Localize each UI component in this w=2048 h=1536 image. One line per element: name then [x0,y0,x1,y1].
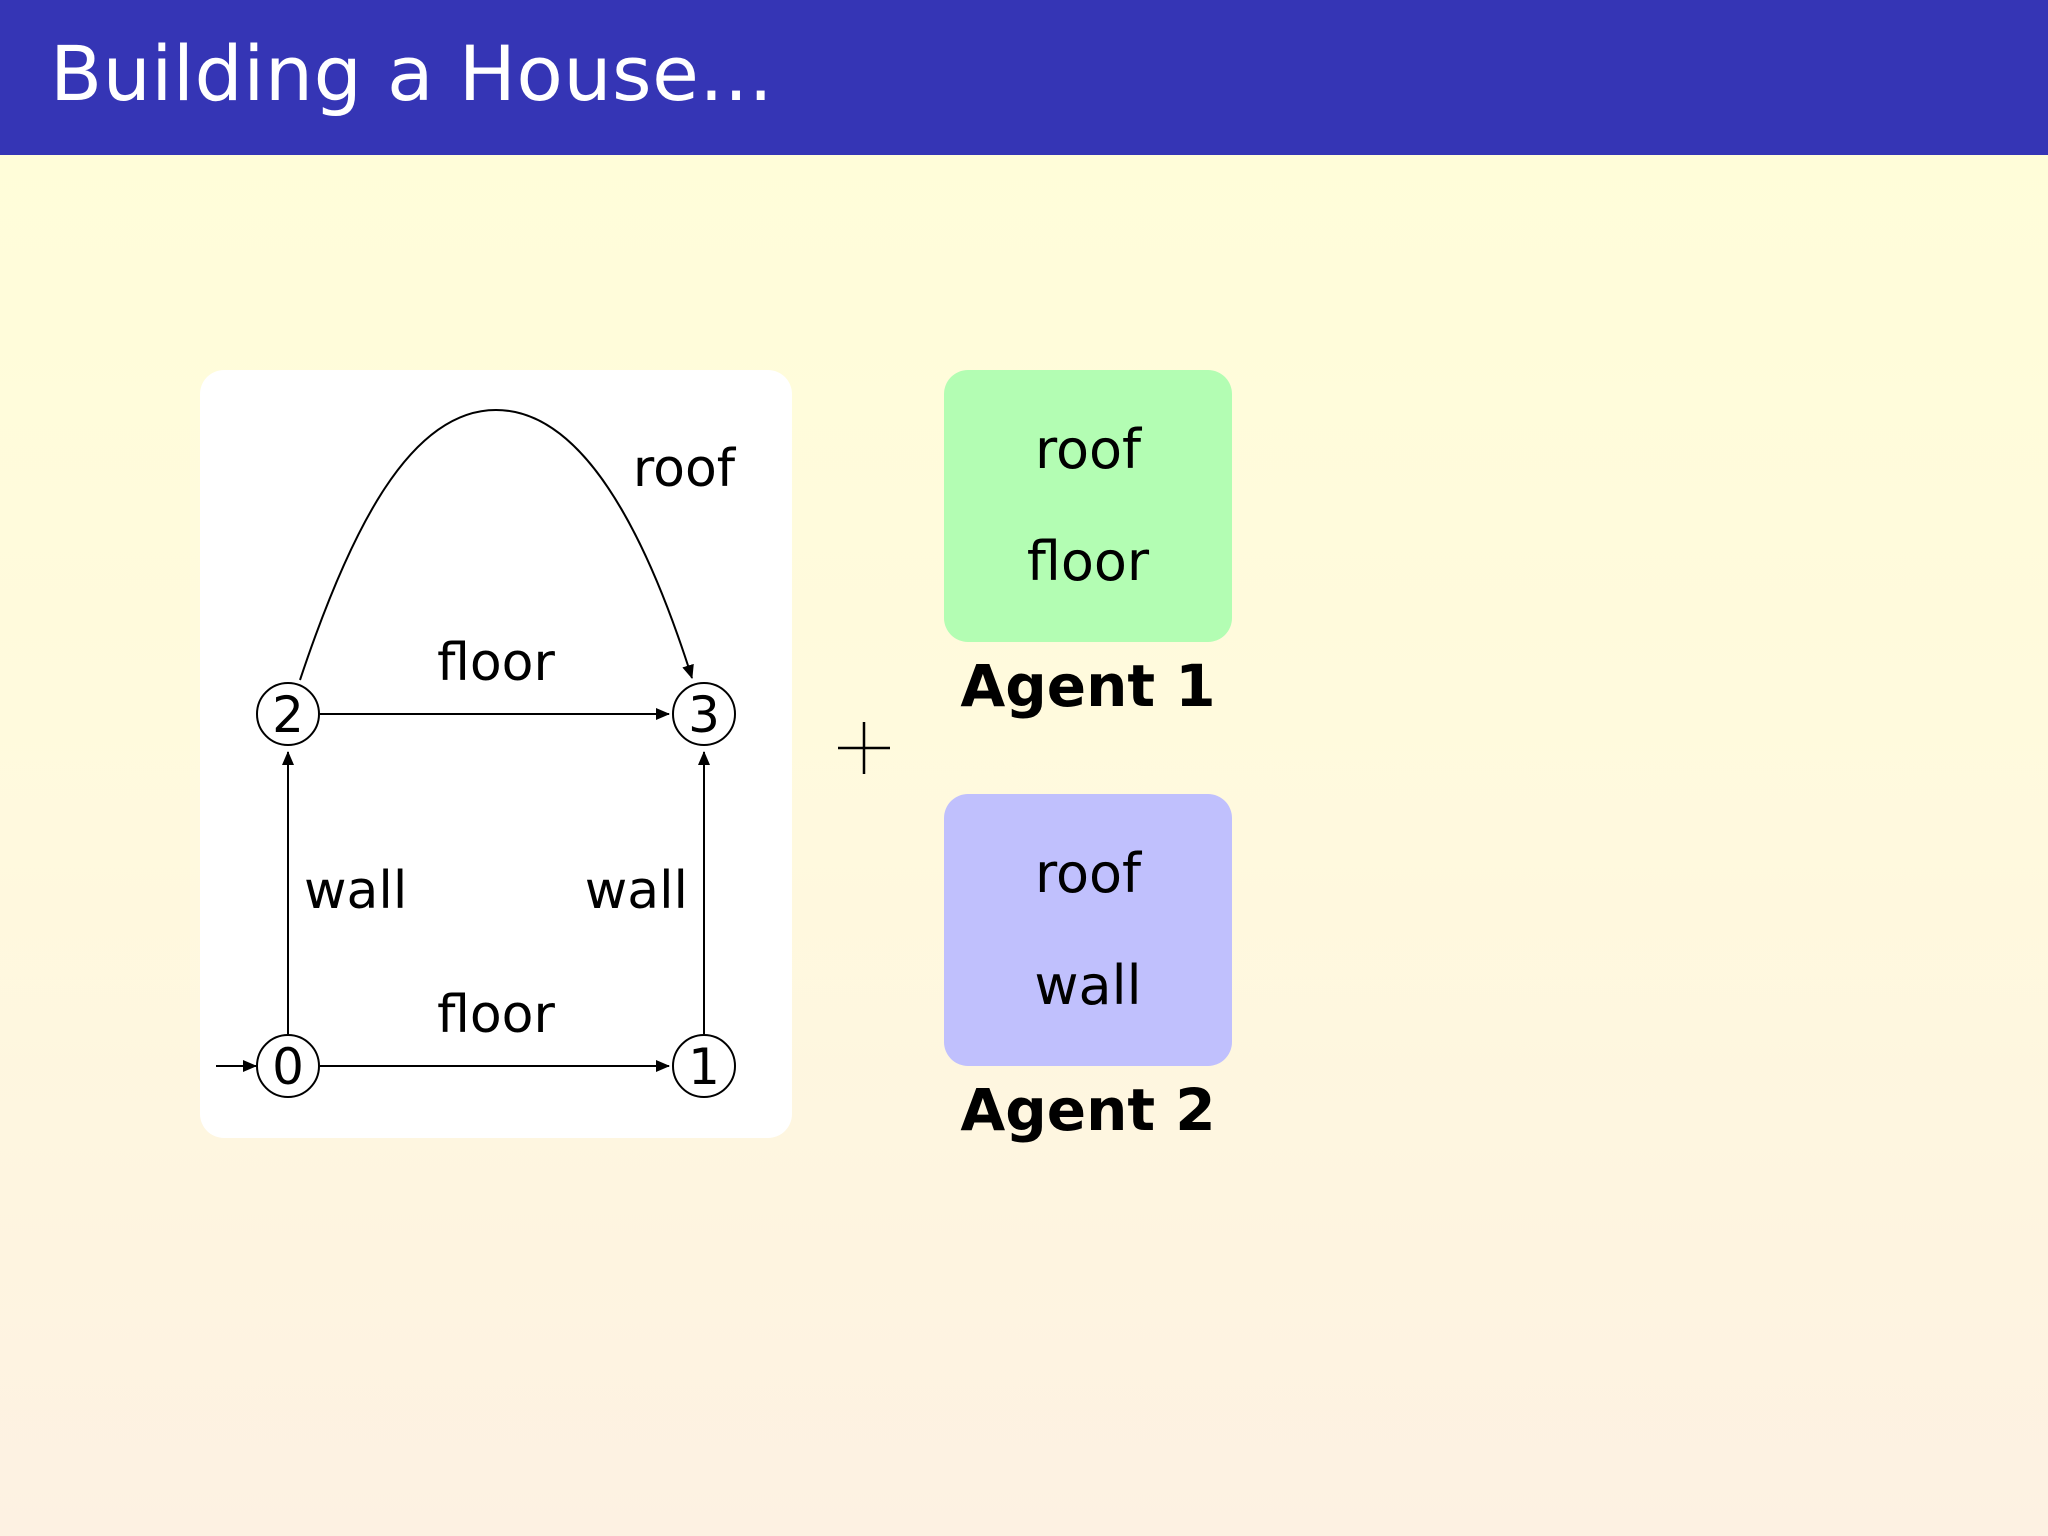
agent-1-action: floor [1026,530,1150,593]
state-1-label: 1 [688,1038,720,1096]
state-3: 3 [672,682,736,746]
automaton-diagram: 0 1 2 3 floor wall wall floor roof [216,408,737,1098]
plus-operator [838,722,890,774]
edge-2-3-roof [299,408,694,681]
agent-1-label: Agent 1 [960,652,1216,720]
edge-label-0-1: floor [437,985,555,1045]
slide-header: Building a House... [0,0,2048,155]
edge-label-2-3-roof: roof [633,439,737,499]
slide-title: Building a House... [50,29,774,118]
agent-2-action: wall [1034,954,1142,1017]
automaton-panel: 0 1 2 3 floor wall wall floor roof [200,370,792,1138]
state-2-label: 2 [272,686,304,744]
state-1: 1 [672,1034,736,1098]
agent-2-action: roof [1034,842,1142,905]
state-2: 2 [256,682,320,746]
state-0: 0 [256,1034,320,1098]
agent-2-label: Agent 2 [960,1076,1216,1144]
agent-2-box: roof wall [944,794,1232,1066]
edge-label-0-2: wall [304,861,407,921]
state-3-label: 3 [688,686,720,744]
edge-label-2-3-floor: floor [437,633,555,693]
state-0-label: 0 [272,1038,304,1096]
edge-label-1-3: wall [585,861,688,921]
agent-1-action: roof [1034,418,1142,481]
agent-1-box: roof floor [944,370,1232,642]
